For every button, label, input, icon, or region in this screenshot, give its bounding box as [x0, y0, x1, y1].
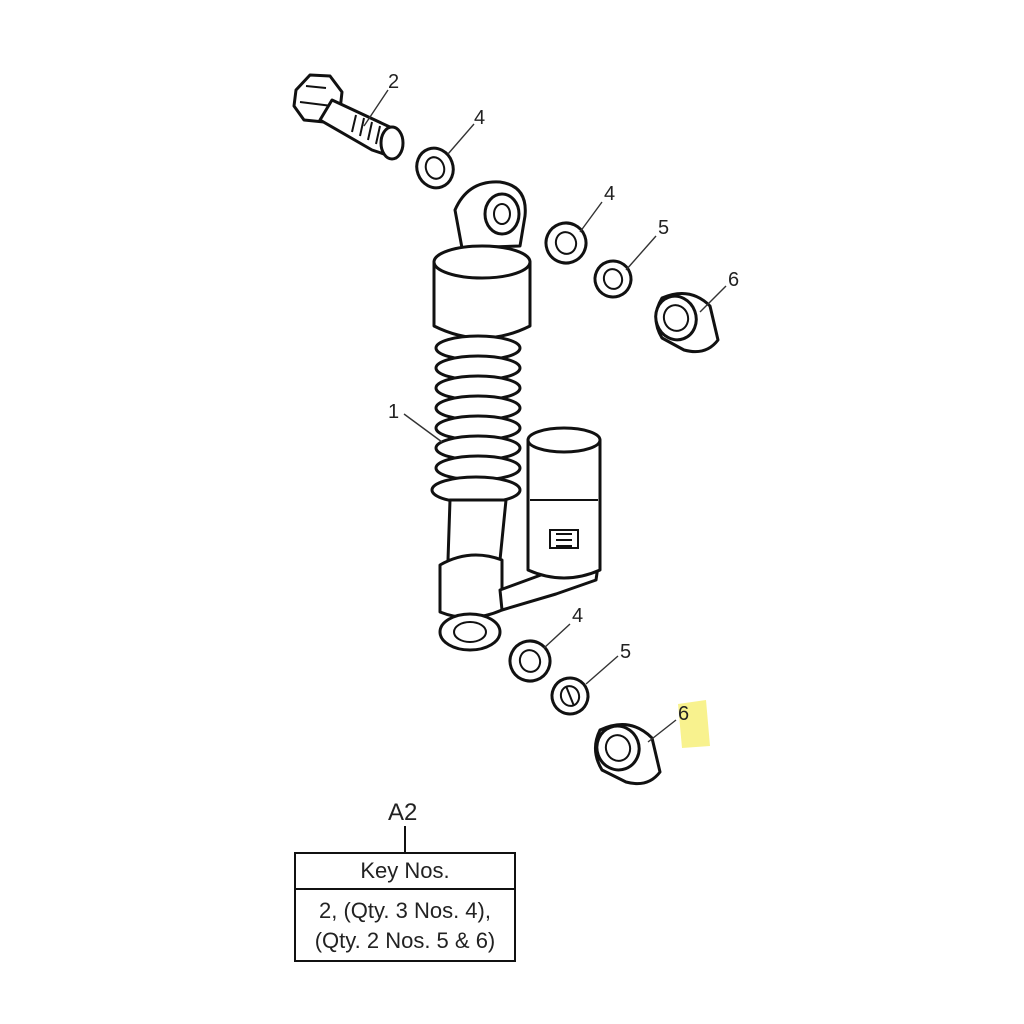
- callout-washer-top-left: 4: [474, 107, 485, 129]
- callout-cap-nut-top: 6: [728, 269, 739, 291]
- group-stem: [404, 826, 406, 853]
- key-table-body: 2, (Qty. 3 Nos. 4), (Qty. 2 Nos. 5 & 6): [296, 890, 514, 956]
- spring-washer-bottom: [550, 676, 590, 716]
- callout-spring-washer-bottom: 5: [620, 641, 631, 663]
- washer-top-left: [415, 146, 455, 190]
- washer-top-right: [544, 221, 588, 265]
- bolt-part: [292, 73, 405, 161]
- shock-absorber-part: [430, 180, 602, 652]
- callout-cap-nut-bottom: 6: [678, 703, 689, 725]
- leader-lines: [363, 89, 727, 743]
- callout-bolt: 2: [388, 71, 399, 93]
- spring-coils: [430, 334, 522, 505]
- cap-nut-bottom: [594, 723, 662, 786]
- callout-washer-bottom: 4: [572, 605, 583, 627]
- callout-shock-absorber: 1: [388, 401, 399, 423]
- callout-washer-top-right: 4: [604, 183, 615, 205]
- highlight-marker: [678, 700, 710, 748]
- cap-nut-top: [654, 292, 720, 354]
- key-table-line-2: (Qty. 2 Nos. 5 & 6): [314, 928, 496, 953]
- spring-washer-top: [593, 259, 633, 299]
- key-table: Key Nos. 2, (Qty. 3 Nos. 4), (Qty. 2 Nos…: [294, 852, 516, 962]
- key-table-header: Key Nos.: [296, 854, 514, 890]
- group-label: A2: [388, 799, 418, 826]
- key-table-line-1: 2, (Qty. 3 Nos. 4),: [319, 898, 491, 923]
- callout-spring-washer-top: 5: [658, 217, 669, 239]
- washer-bottom: [508, 639, 552, 683]
